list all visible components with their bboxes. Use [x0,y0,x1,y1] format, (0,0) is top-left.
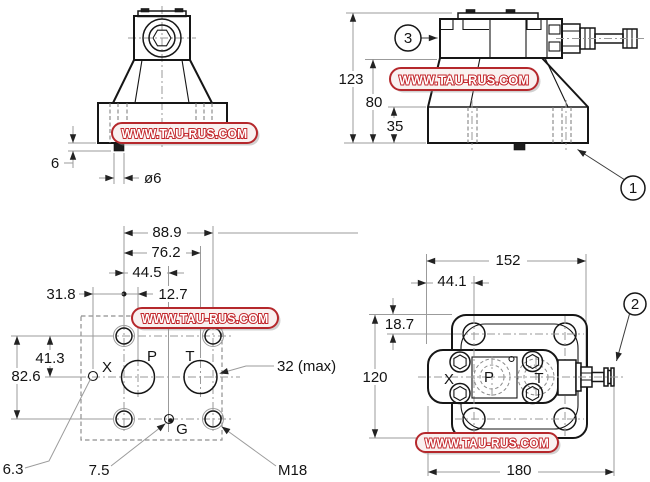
front-view: 6 ø6 [51,6,228,187]
watermark-text: WWW.TAU-RUS.COM [399,73,529,88]
dim-g-port: 44.5 [132,264,161,281]
hex-socket-icon [152,29,172,47]
watermark-top: WWW.TAU-RUS.COM [415,432,561,455]
dim-bolt-span-h: 88.9 [152,224,181,241]
callout-1: 1 [577,149,646,201]
dim-total-length: 180 [506,462,531,479]
t-port-label: T [185,348,194,365]
watermark-text: WWW.TAU-RUS.COM [122,126,248,141]
p-port-label: P [147,348,157,365]
x-port-circle [87,370,99,382]
callout-2: 2 [615,292,647,362]
g-port-label: G [176,421,188,438]
callout-1-number: 1 [629,180,637,197]
dim-p-port: 12.7 [158,286,187,303]
adjustment-screw-side [556,23,645,54]
watermark-side: WWW.TAU-RUS.COM [389,67,541,93]
callout-3: 3 [394,24,438,52]
dim-x-dia: 6.3 [3,461,24,478]
x-port-label: X [444,371,454,388]
dim-port-dia-max: 32 (max) [277,358,336,375]
dim-upper-height: 80 [366,94,383,111]
dim-bolt-span-v: 82.6 [11,368,40,385]
g-port-circle [163,413,175,425]
callout-3-number: 3 [404,30,412,47]
watermark-face: WWW.TAU-RUS.COM [131,307,281,331]
watermark-text: WWW.TAU-RUS.COM [142,311,269,326]
watermark-front: WWW.TAU-RUS.COM [111,122,260,146]
top-view: X P T 152 44.1 18.7 120 180 2 [361,252,647,479]
hex-socket-boss [142,18,182,58]
cover-hex-bolts [449,350,544,405]
dim-base-height: 35 [387,118,404,135]
dim-total-height: 123 [338,71,363,88]
dim-t-port: 76.2 [151,244,180,261]
dim-x-port: 31.8 [46,286,75,303]
watermark-text: WWW.TAU-RUS.COM [425,436,549,451]
locating-pin [513,142,526,151]
bolt-holes [113,325,224,430]
dim-g-dia: 7.5 [89,462,110,479]
callout-2-number: 2 [631,296,639,313]
mounting-face-view: P T X G 88.9 76.2 44.5 12.7 31.8 41.3 82… [3,224,358,479]
dim-pin-diameter: ø6 [144,170,162,187]
dim-pin-height: 6 [51,155,59,172]
side-view: 123 80 35 3 1 [333,9,646,201]
dim-bolt-thread: M18 [278,462,307,479]
t-port-label: T [534,370,543,387]
dim-hole-offset: 18.7 [385,316,414,333]
dim-plate-width: 152 [495,252,520,269]
dim-x-offset: 44.1 [437,273,466,290]
p-port-circle [120,359,156,395]
t-port-circle [183,359,218,395]
x-port-label: X [102,359,112,376]
p-port-label: P [484,369,494,386]
dim-plate-height: 120 [362,369,387,386]
dim-x-row: 41.3 [35,350,64,367]
